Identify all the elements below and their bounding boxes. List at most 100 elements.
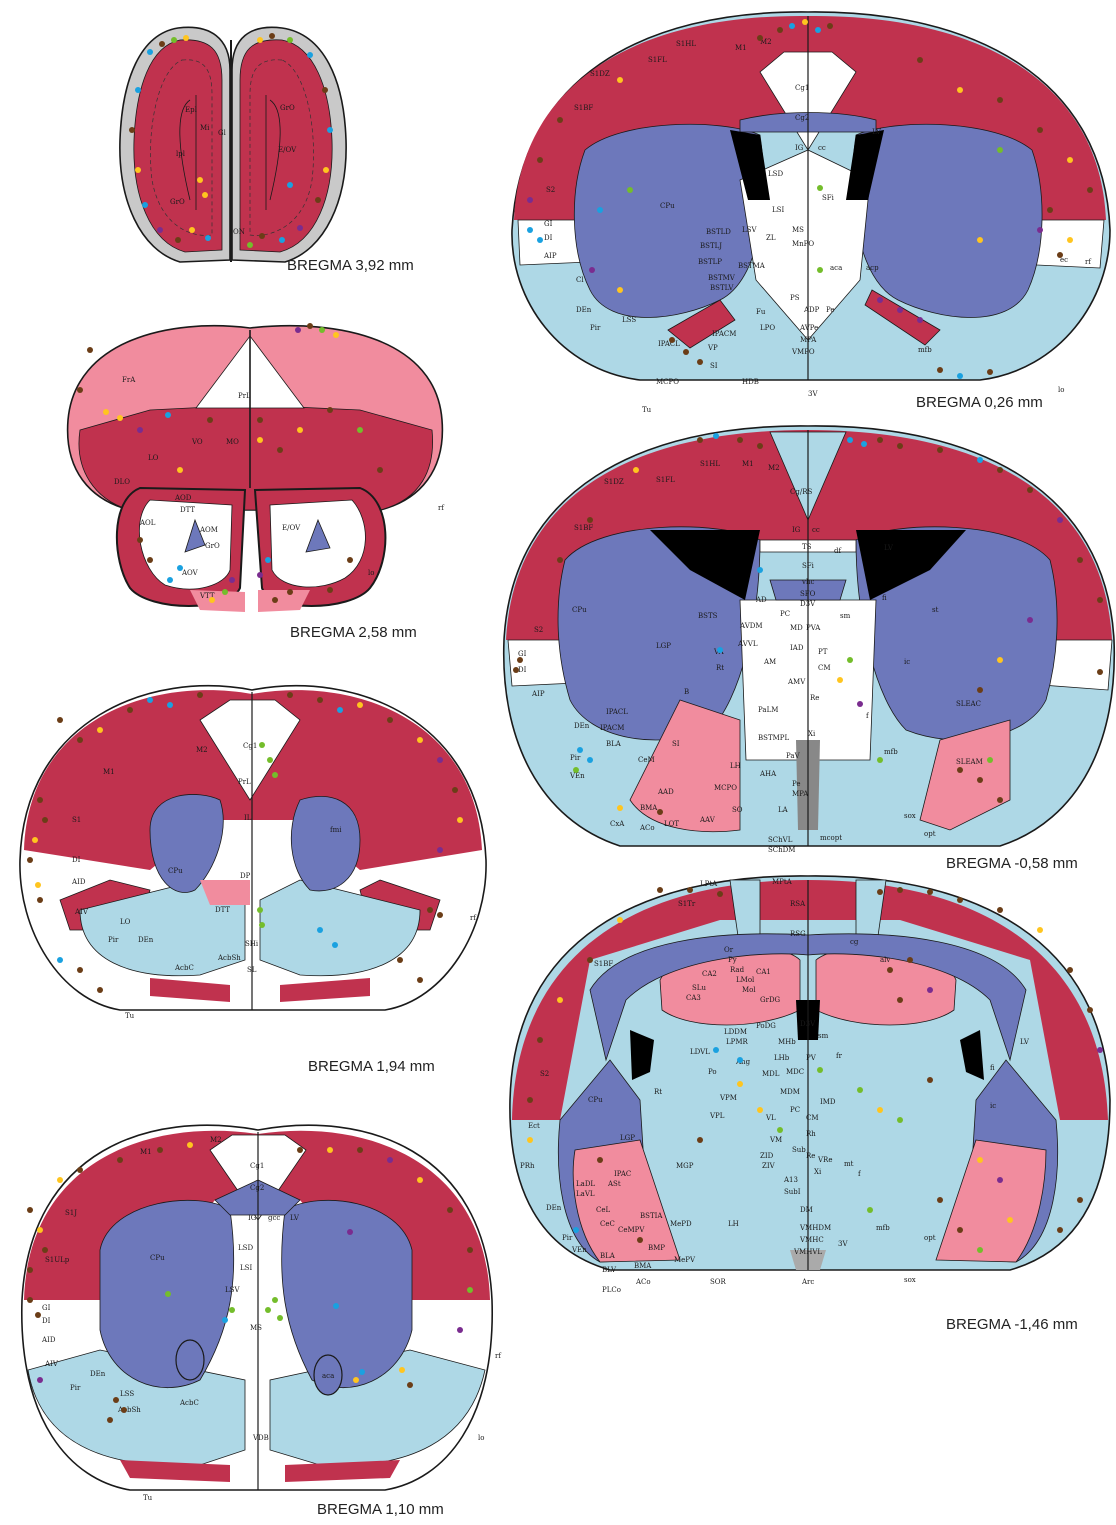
- label-avvl: AVVL: [737, 640, 758, 648]
- label-vhc-058: vhc: [801, 578, 814, 586]
- label-mcpo-058: MCPO: [714, 784, 737, 792]
- label-vpm: VPM: [719, 1094, 737, 1102]
- label-cem: CeM: [638, 756, 655, 764]
- label-s2-058: S2: [534, 626, 543, 634]
- label-si-058: SI: [672, 740, 680, 748]
- label-mcopt: mcopt: [820, 834, 842, 842]
- label-acp-026: acp: [866, 264, 879, 272]
- label-vdb-110: VDB: [252, 1434, 269, 1442]
- label-cxa: CxA: [610, 820, 625, 828]
- label-cg2-110: Cg2: [250, 1184, 264, 1192]
- label-lddm: LDDM: [724, 1028, 747, 1036]
- label-3v-146: 3V: [838, 1240, 848, 1248]
- bregma-label-neg-1-46: BREGMA -1,46 mm: [946, 1316, 1078, 1333]
- label-di-110: DI: [42, 1317, 51, 1325]
- label-vre: VRe: [817, 1156, 832, 1164]
- label-gro: GrO: [170, 198, 185, 206]
- label-sor: SOR: [710, 1278, 727, 1286]
- label-mdc: MDC: [786, 1068, 804, 1076]
- label-vl: VL: [765, 1114, 776, 1122]
- label-cempv: CeMPV: [618, 1226, 645, 1234]
- label-lpta: LPtA: [700, 880, 718, 888]
- label-lo-2: lo: [368, 569, 374, 577]
- label-mol: Mol: [742, 986, 756, 994]
- label-fr: fr: [836, 1052, 843, 1060]
- label-si-026: SI: [710, 362, 718, 370]
- label-acbc-110: AcbC: [179, 1399, 199, 1407]
- label-epl: Epl: [185, 106, 198, 114]
- label-amv: AMV: [787, 678, 806, 686]
- label-ig-058: IG: [792, 526, 801, 534]
- label-xi-146: Xi: [814, 1168, 822, 1176]
- label-rf-2: rf: [438, 504, 445, 512]
- label-m1-110: M1: [140, 1148, 152, 1156]
- label-so-058: SO: [732, 806, 743, 814]
- label-sfo-058: SFO: [800, 590, 816, 598]
- bregma-label-0-26: BREGMA 0,26 mm: [916, 394, 1043, 411]
- label-alv: alv: [880, 956, 890, 964]
- label-podg: PoDG: [756, 1022, 776, 1030]
- label-pir-058: Pir: [570, 754, 581, 762]
- label-m1-026: M1: [735, 44, 747, 52]
- label-s1dz: S1DZ: [590, 70, 610, 78]
- label-sub: Sub: [792, 1146, 806, 1154]
- label-bsts: BSTS: [698, 612, 718, 620]
- label-rt-146: Rt: [654, 1088, 662, 1096]
- label-pt: PT: [818, 648, 828, 656]
- label-sox-146: sox: [904, 1276, 916, 1284]
- label-fi-058: fi: [882, 594, 887, 602]
- label-m2-058: M2: [768, 464, 780, 472]
- label-mnpo: MnPO: [792, 240, 814, 248]
- label-lh-146: LH: [728, 1220, 739, 1228]
- label-fmi: fmi: [330, 826, 342, 834]
- label-lv-146: LV: [1020, 1038, 1030, 1046]
- label-on: ON: [233, 228, 245, 236]
- label-subi: SubI: [784, 1188, 801, 1196]
- label-lsv-026: LSV: [742, 226, 757, 234]
- label-imd: IMD: [820, 1098, 836, 1106]
- label-cc-058: cc: [812, 526, 820, 534]
- label-ms-110: MS: [250, 1324, 262, 1332]
- label-lot: LOT: [664, 820, 679, 828]
- label-pir-026: Pir: [590, 324, 601, 332]
- label-lv-110: LV: [290, 1214, 300, 1222]
- label-cpu-1: CPu: [168, 867, 183, 875]
- bregma-label-3-92: BREGMA 3,92 mm: [287, 257, 414, 274]
- label-cg1-026: Cg1: [795, 84, 809, 92]
- label-acbsh-110: AcbSh: [117, 1406, 141, 1414]
- label-gro-2: GrO: [205, 542, 220, 550]
- label-ast: ASt: [607, 1180, 621, 1188]
- label-eov-2: E/OV: [282, 524, 301, 532]
- label-mhb: MHb: [778, 1038, 796, 1046]
- label-blv: BLV: [602, 1266, 617, 1274]
- label-mdm: MDM: [780, 1088, 800, 1096]
- striatum-1-94-right: [291, 796, 360, 891]
- label-bma-058: BMA: [640, 804, 658, 812]
- label-cgrs: Cg/RS: [790, 488, 812, 496]
- label-slu: SLu: [692, 984, 706, 992]
- label-s1hl: S1HL: [676, 40, 696, 48]
- label-cl-026: Cl: [576, 276, 584, 284]
- label-lhb: LHb: [774, 1054, 790, 1062]
- label-dtt: DTT: [180, 506, 195, 514]
- label-cc-026: cc: [818, 144, 826, 152]
- label-plco: PLCo: [602, 1286, 621, 1294]
- label-mi: Mi: [200, 124, 210, 132]
- label-ic-146: ic: [990, 1102, 996, 1110]
- label-s1tr: S1Tr: [678, 900, 696, 908]
- label-s1: S1: [72, 816, 81, 824]
- label-di-058: DI: [518, 666, 527, 674]
- label-aip-026: AIP: [543, 252, 557, 260]
- label-bstma: BSTMA: [738, 262, 766, 270]
- section-bregma-neg-0-58: M1 M2 S1HL S1FL S1DZ S1BF Cg/RS IG cc TS…: [504, 426, 1115, 872]
- label-ca2: CA2: [702, 970, 717, 978]
- label-sleam: SLEAM: [956, 758, 983, 766]
- label-ipacm-058: IPACM: [600, 724, 624, 732]
- bregma-label-neg-0-58: BREGMA -0,58 mm: [946, 855, 1078, 872]
- label-arc: Arc: [801, 1278, 814, 1286]
- label-mgp: MGP: [676, 1162, 694, 1170]
- label-ven-146: VEn: [571, 1246, 587, 1254]
- label-aod: AOD: [174, 494, 192, 502]
- label-bma-146: BMA: [634, 1262, 652, 1270]
- label-ipac-146: IPAC: [614, 1170, 631, 1178]
